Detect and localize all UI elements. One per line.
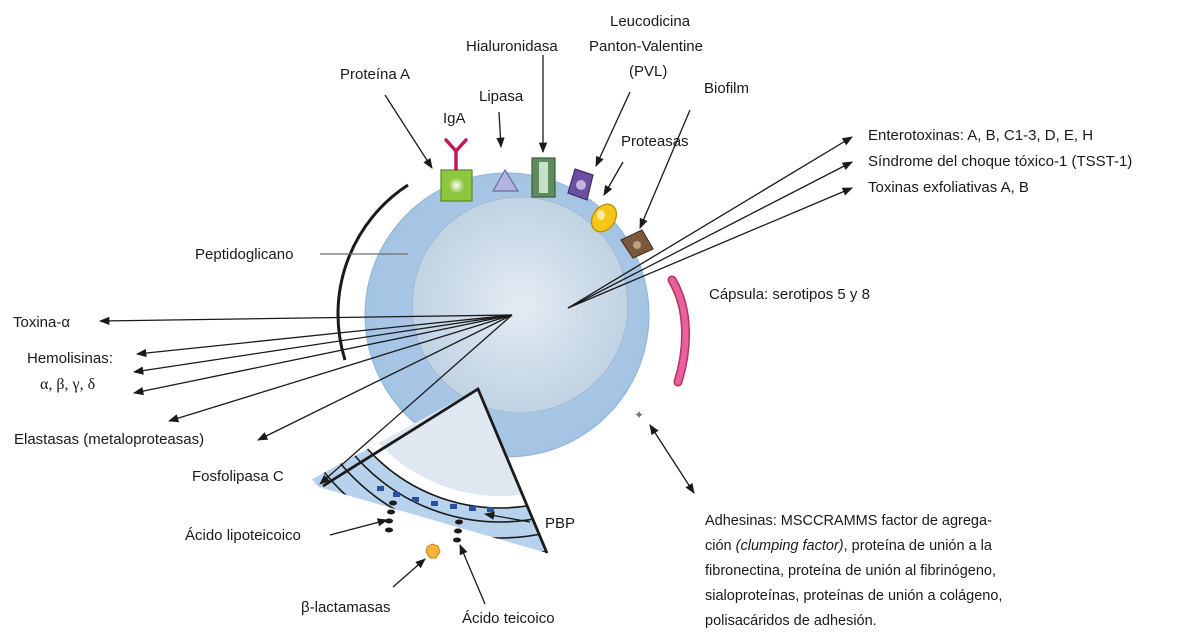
- label-pvl-line2: Panton-Valentine: [589, 38, 703, 55]
- label-proteasas: Proteasas: [621, 133, 689, 150]
- label-proteina-a: Proteína A: [340, 66, 410, 83]
- label-tsst: Síndrome del choque tóxico-1 (TSST-1): [868, 153, 1132, 170]
- label-hemolisinas: Hemolisinas:: [27, 350, 113, 367]
- label-enterotoxinas: Enterotoxinas: A, B, C1-3, D, E, H: [868, 127, 1093, 144]
- label-elastasas: Elastasas (metaloproteasas): [14, 431, 204, 448]
- label-beta-lactamasas: β-lactamasas: [301, 599, 391, 616]
- label-hemolisinas-greek: α, β, γ, δ: [40, 376, 95, 393]
- adhesinas-line-5: polisacáridos de adhesión.: [705, 613, 877, 629]
- adhesinas-line-1: Adhesinas: MSCCRAMMS factor de agrega-: [705, 513, 992, 529]
- label-acido-teicoico: Ácido teicoico: [462, 610, 555, 627]
- label-toxina-alfa: Toxina-α: [13, 314, 70, 331]
- adhesinas-arrow: [650, 425, 694, 493]
- adhesin-marker: ✦: [634, 408, 644, 422]
- label-acido-lipoteicoico: Ácido lipoteicoico: [185, 527, 301, 544]
- label-capsula: Cápsula: serotipos 5 y 8: [709, 286, 870, 303]
- adhesinas-line-4: sialoproteínas, proteínas de unión a col…: [705, 588, 1002, 604]
- label-pvl-line1: Leucodicina: [610, 13, 691, 30]
- iga-marker: [446, 140, 466, 169]
- adhesinas-line-2: ción (clumping factor), proteína de unió…: [705, 538, 993, 554]
- hialuronidasa-marker: [532, 158, 555, 197]
- label-iga: IgA: [443, 110, 466, 127]
- proteina-a-marker: [441, 170, 472, 201]
- label-lipasa: Lipasa: [479, 88, 524, 105]
- label-pbp: PBP: [545, 515, 575, 532]
- label-pvl-line3: (PVL): [629, 63, 667, 80]
- label-hialuronidasa: Hialuronidasa: [466, 38, 558, 55]
- label-peptidoglicano: Peptidoglicano: [195, 246, 293, 263]
- label-toxinas-exfoliativas: Toxinas exfoliativas A, B: [868, 179, 1029, 196]
- beta-lactamase-marker: [426, 544, 440, 558]
- label-fosfolipasa: Fosfolipasa C: [192, 468, 284, 485]
- adhesinas-line-3: fibronectina, proteína de unión al fibri…: [705, 563, 996, 579]
- adhesinas-description: Adhesinas: MSCCRAMMS factor de agrega- c…: [705, 513, 1002, 629]
- label-biofilm: Biofilm: [704, 80, 749, 97]
